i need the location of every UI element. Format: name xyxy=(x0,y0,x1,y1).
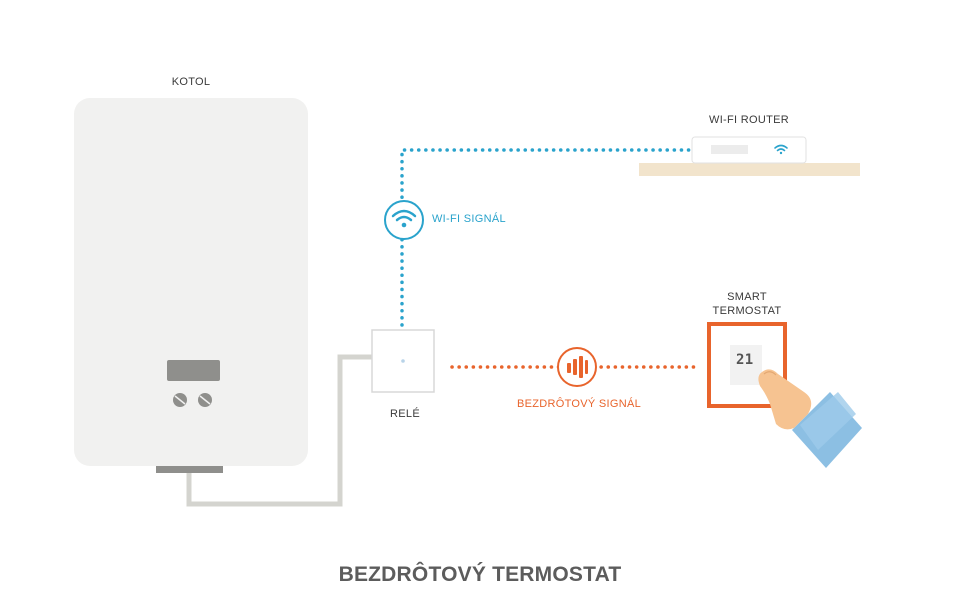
boiler-relay-wire xyxy=(186,354,372,507)
boiler-label: KOTOL xyxy=(171,76,211,88)
thermostat-label: SMART TERMOSTAT xyxy=(713,290,782,318)
boiler-knob-left xyxy=(173,393,187,407)
boiler-pipe-connector xyxy=(156,466,223,473)
router-shelf xyxy=(639,163,860,176)
router-panel xyxy=(711,145,748,154)
wireless-signal-icon xyxy=(557,347,597,387)
wifi-signal-label: WI-FI SIGNÁL xyxy=(432,213,506,225)
relay-indicator xyxy=(401,359,405,363)
boiler-body xyxy=(74,98,308,466)
relay-label: RELÉ xyxy=(390,408,420,420)
thermostat-label-line2: TERMOSTAT xyxy=(712,305,782,317)
wifi-signal-line xyxy=(400,148,694,327)
thermostat-label-line1: SMART xyxy=(727,291,767,303)
boiler-display xyxy=(167,360,220,381)
hand-icon xyxy=(758,369,862,468)
thermostat-temperature: 21 xyxy=(736,352,754,368)
thermostat-screen xyxy=(730,345,762,385)
wifi-router xyxy=(691,136,807,164)
wireless-signal-label: BEZDRÔTOVÝ SIGNÁL xyxy=(516,398,642,410)
diagram-caption: BEZDRÔTOVÝ TERMOSTAT xyxy=(338,563,622,586)
router-label: WI-FI ROUTER xyxy=(709,114,789,126)
boiler-knob-right xyxy=(198,393,212,407)
wifi-icon xyxy=(384,200,424,240)
router-wifi-icon xyxy=(774,144,788,155)
